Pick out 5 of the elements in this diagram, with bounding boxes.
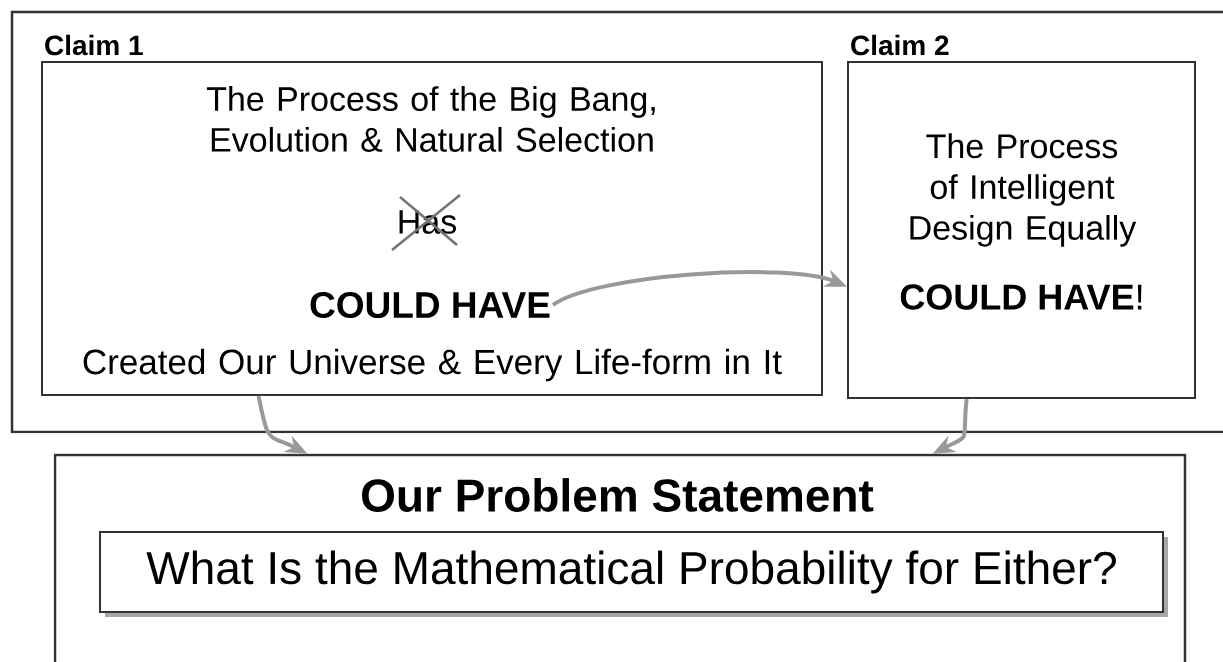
question-box: What Is the Mathematical Probability for Either? [99, 531, 1168, 617]
node-label: Claim 2 [851, 34, 949, 56]
claim-box: Claim 2 The Process of Intelligent Design Equally COULD HAVE! [847, 34, 1196, 399]
node-label: Claim 1 [45, 34, 143, 56]
emphasis-text: COULD HAVE [310, 291, 550, 319]
